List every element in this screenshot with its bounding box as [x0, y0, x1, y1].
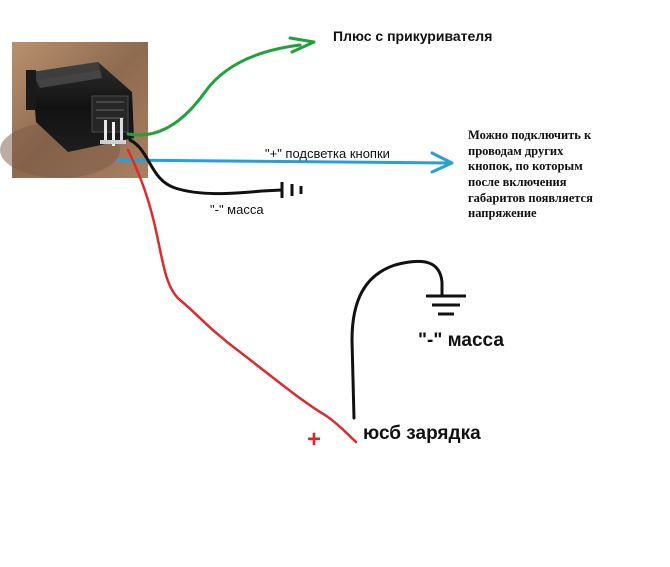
note-line: Можно подключить к: [468, 128, 592, 142]
button-backlight-plus-label: "+" подсветка кнопки: [265, 146, 390, 161]
note-line: после включения: [468, 174, 567, 189]
ground-big-label: "-" масса: [418, 330, 504, 351]
blue-arrow-icon: [430, 151, 454, 174]
cigarette-lighter-plus-label: Плюс с прикуривателя: [333, 28, 493, 44]
switch-button-photo: [0, 42, 148, 178]
red-wire: [126, 148, 358, 444]
note-line: проводам других: [468, 143, 564, 158]
plus-sign: +: [307, 426, 322, 453]
green-arrow-icon: [288, 36, 316, 54]
ground-small-label: "-" масса: [210, 202, 264, 217]
usb-charger-label: юсб зарядка: [363, 423, 481, 444]
note-line: габаритов появляется: [468, 190, 593, 205]
blue-wire: [116, 151, 454, 174]
green-wire: [126, 36, 316, 137]
black-wire-small: [128, 138, 303, 198]
black-wire-usb: [350, 259, 466, 420]
connection-note: Можно подключить к проводам других кнопо…: [468, 128, 593, 222]
note-line: кнопок, по которым: [468, 159, 583, 174]
note-line: напряжение: [468, 206, 537, 221]
ground-symbol-icon: [280, 182, 303, 198]
ground-symbol-big-icon: [426, 294, 466, 316]
